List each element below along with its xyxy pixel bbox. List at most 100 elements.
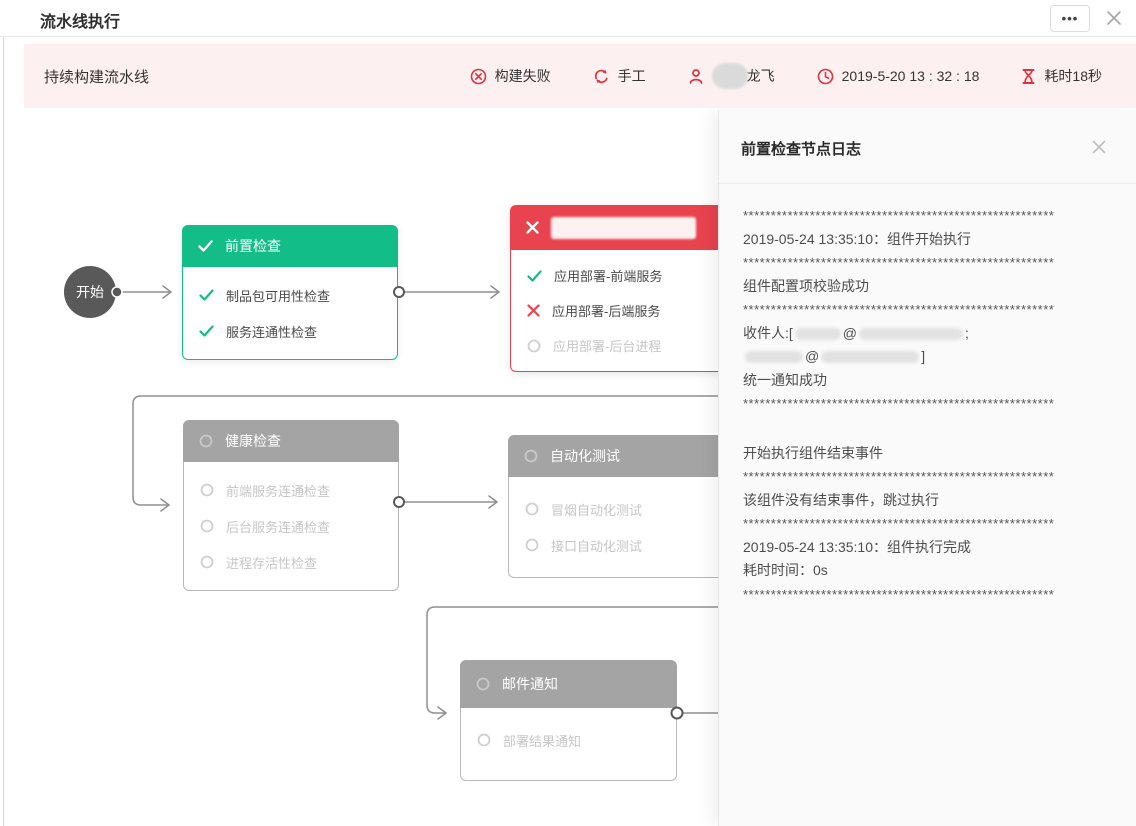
node-pre-check[interactable]: 前置检查 制品包可用性检查 服务连通性检查 <box>182 225 398 360</box>
build-duration-label: 耗时18秒 <box>1044 68 1102 84</box>
circle-icon <box>527 339 541 352</box>
redacted-text <box>794 327 841 340</box>
close-icon <box>1092 140 1106 154</box>
log-text: ] <box>921 348 926 364</box>
node-app-deploy[interactable]: 应用部署-前端服务 应用部署-后端服务 应用部署-后台进程 <box>510 205 745 372</box>
log-line: ****************************************… <box>743 516 1055 531</box>
node-auto-test-body: 冒烟自动化测试 接口自动化测试 <box>508 477 745 578</box>
ellipsis-icon: ••• <box>1061 11 1079 26</box>
check-icon <box>198 240 213 252</box>
node-title: 自动化测试 <box>550 448 620 464</box>
log-text: @ <box>842 324 857 341</box>
log-panel: 前置检查节点日志 *******************************… <box>718 110 1136 826</box>
node-item-label: 后台服务连通检查 <box>226 519 331 535</box>
node-item[interactable]: 前端服务连通检查 <box>184 472 398 508</box>
redacted-text <box>859 327 963 340</box>
node-item-label: 应用部署-后端服务 <box>552 304 661 319</box>
circle-icon <box>477 733 491 747</box>
clock-icon <box>817 68 833 84</box>
log-panel-title: 前置检查节点日志 <box>741 141 862 158</box>
node-item[interactable]: 部署结果通知 <box>461 722 676 758</box>
circle-icon <box>199 434 213 448</box>
log-text: 收件人:[ <box>743 324 793 341</box>
node-item[interactable]: 冒烟自动化测试 <box>509 491 744 527</box>
redacted-text <box>745 351 803 364</box>
node-mail-notify-header[interactable]: 邮件通知 <box>460 660 677 708</box>
node-app-deploy-header[interactable] <box>510 205 745 250</box>
start-node[interactable]: 开始 <box>64 266 116 318</box>
redacted-user-name <box>711 63 748 89</box>
log-panel-close-button[interactable] <box>1090 138 1108 156</box>
window-close-button[interactable] <box>1104 8 1124 28</box>
node-health-check-header[interactable]: 健康检查 <box>183 420 399 462</box>
build-status-bar: 持续构建流水线 构建失败 手工 <box>24 44 1136 108</box>
node-item[interactable]: 服务连通性检查 <box>183 313 397 349</box>
build-result: 构建失败 <box>470 66 551 86</box>
circle-icon <box>524 449 538 463</box>
circle-icon <box>525 502 539 516</box>
error-circle-icon <box>470 68 486 84</box>
check-icon <box>527 269 542 282</box>
node-mail-notify[interactable]: 邮件通知 部署结果通知 <box>460 660 677 781</box>
log-line-recipient: @] <box>743 345 1112 369</box>
log-line: 组件配置项校验成功 <box>743 277 869 294</box>
node-auto-test-header[interactable]: 自动化测试 <box>508 435 745 477</box>
node-item[interactable]: 应用部署-后端服务 <box>511 293 744 328</box>
node-mail-notify-body: 部署结果通知 <box>460 708 677 781</box>
node-item-label: 制品包可用性检查 <box>226 288 331 304</box>
build-duration: 耗时18秒 <box>1021 66 1102 86</box>
page-edge-divider <box>3 36 4 826</box>
node-item-label: 部署结果通知 <box>503 733 582 749</box>
node-item[interactable]: 应用部署-后台进程 <box>511 328 744 363</box>
node-item[interactable]: 制品包可用性检查 <box>183 277 397 313</box>
circle-icon <box>200 555 214 569</box>
node-item-label: 应用部署-后台进程 <box>553 339 662 354</box>
user-icon <box>689 68 702 84</box>
node-item[interactable]: 进程存活性检查 <box>184 544 398 580</box>
x-icon <box>526 221 539 234</box>
build-result-label: 构建失败 <box>494 68 551 84</box>
log-line: ****************************************… <box>743 255 1055 270</box>
node-title: 邮件通知 <box>502 676 558 692</box>
node-item-label: 前端服务连通检查 <box>226 483 331 499</box>
log-line-recipient: 收件人:[@; <box>743 322 1112 346</box>
redacted-text <box>821 351 920 364</box>
node-item-label: 进程存活性检查 <box>226 555 318 571</box>
log-line: ****************************************… <box>743 586 1055 602</box>
circle-icon <box>200 519 214 533</box>
close-icon <box>1107 11 1121 25</box>
node-item-label: 接口自动化测试 <box>551 538 643 554</box>
node-app-deploy-body: 应用部署-前端服务 应用部署-后端服务 应用部署-后台进程 <box>510 250 745 372</box>
check-icon <box>199 289 214 301</box>
log-line: ****************************************… <box>743 302 1055 317</box>
node-health-check[interactable]: 健康检查 前端服务连通检查 后台服务连通检查 进程存活性检查 <box>183 420 399 591</box>
node-title: 健康检查 <box>225 433 281 449</box>
node-auto-test[interactable]: 自动化测试 冒烟自动化测试 接口自动化测试 <box>508 435 745 578</box>
node-item[interactable]: 应用部署-前端服务 <box>511 258 744 293</box>
node-item[interactable]: 后台服务连通检查 <box>184 508 398 544</box>
more-button[interactable]: ••• <box>1050 5 1090 32</box>
log-line: 开始执行组件结束事件 <box>743 444 883 461</box>
build-user: 龙飞 <box>688 63 775 89</box>
node-pre-check-header[interactable]: 前置检查 <box>182 225 398 267</box>
log-line: 2019-05-24 13:35:10：组件开始执行 <box>743 230 971 247</box>
build-status-items: 构建失败 手工 龙飞 <box>470 63 1102 89</box>
node-item-label: 冒烟自动化测试 <box>551 502 643 518</box>
node-item[interactable]: 接口自动化测试 <box>509 527 744 563</box>
x-icon <box>527 304 540 317</box>
log-line: 统一通知成功 <box>743 371 827 388</box>
start-node-label: 开始 <box>76 284 104 300</box>
log-line: 该组件没有结束事件，跳过执行 <box>743 491 939 508</box>
build-datetime: 2019-5-20 13 : 32 : 18 <box>817 68 979 85</box>
log-line: ****************************************… <box>743 208 1055 223</box>
trigger-mode: 手工 <box>593 66 646 86</box>
log-content: ****************************************… <box>719 184 1136 626</box>
user-name-label: 龙飞 <box>746 68 775 84</box>
log-line: ****************************************… <box>743 469 1055 484</box>
circle-icon <box>476 677 490 691</box>
log-line: ****************************************… <box>743 396 1055 411</box>
check-icon <box>199 325 214 337</box>
circle-icon <box>200 483 214 497</box>
trigger-mode-label: 手工 <box>617 68 646 84</box>
